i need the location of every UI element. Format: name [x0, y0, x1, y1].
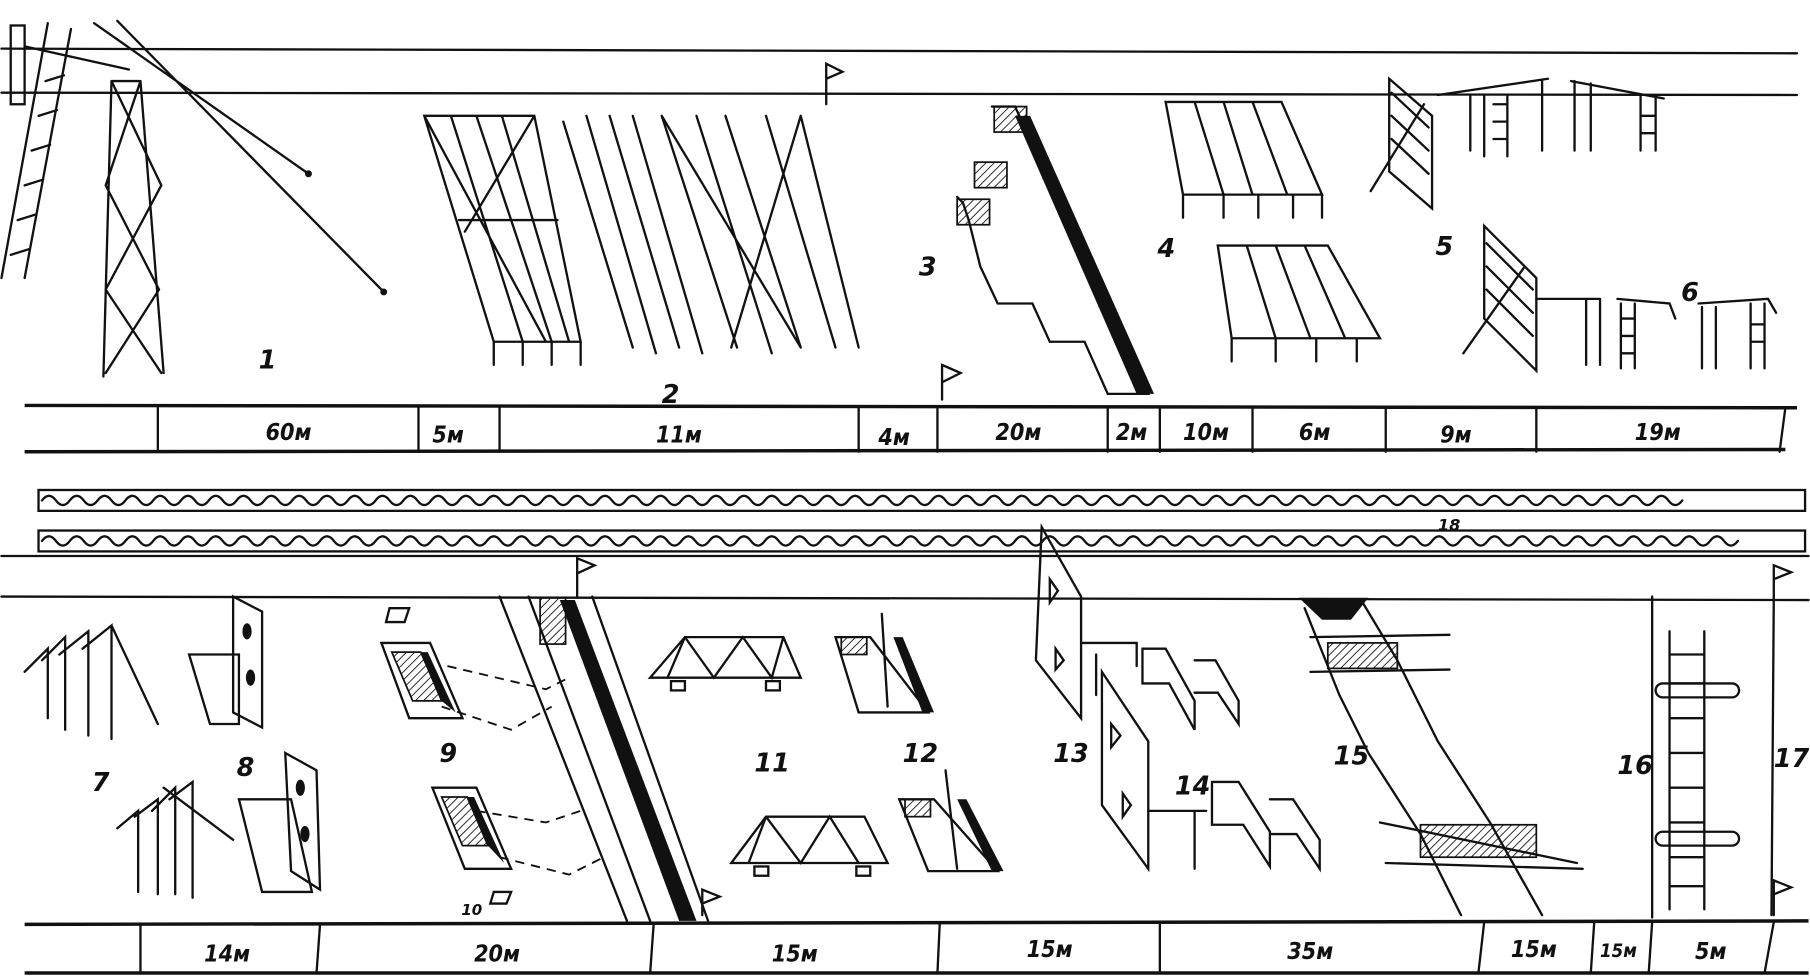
obstacle-4-beams — [1164, 100, 1382, 363]
obstacle-15-ravine — [1298, 597, 1584, 917]
obstacle-number: 11 — [754, 748, 789, 778]
obstacle-17-post — [1770, 595, 1775, 917]
obstacle-7-fences — [23, 623, 235, 899]
scale-label: 6м — [1299, 420, 1331, 446]
obstacle-number: 18 — [1438, 516, 1461, 535]
scale-label: 15м — [1511, 937, 1557, 963]
obstacle-number: 15 — [1334, 742, 1369, 772]
scale-label: 20м — [474, 941, 520, 967]
scale-label: 15м — [772, 941, 818, 967]
obstacle-number: 8 — [237, 753, 255, 783]
obstacle-number: 9 — [439, 739, 457, 769]
flag-icon — [1772, 563, 1795, 598]
ditch-wall — [498, 595, 710, 923]
bottom-distance-scale: 14м 20м 15м 15м 35м 15м 15м 5м — [24, 919, 1809, 975]
obstacle-number: 12 — [903, 739, 938, 769]
obstacle-number: 7 — [92, 768, 110, 798]
flag-icon — [576, 556, 598, 598]
scale-label: 15м — [1600, 941, 1637, 962]
obstacle-9-pits — [379, 606, 605, 905]
obstacle-number: 2 — [662, 380, 680, 410]
obstacle-8-walls — [187, 594, 322, 894]
scale-label: 4м — [877, 425, 910, 451]
flag-icon — [825, 61, 846, 106]
scale-label: 9м — [1440, 423, 1472, 449]
lower-track — [0, 554, 1810, 602]
scale-label: 11м — [656, 423, 702, 449]
flag-icon — [1772, 878, 1795, 917]
top-distance-scale: 60м 5м 11м 4м 20м 2м 10м 6м 9м 19м — [24, 403, 1797, 454]
obstacle-18-wire-bands — [37, 488, 1807, 553]
ladder-rungs — [9, 74, 66, 257]
obstacle-11-trusses — [647, 635, 890, 877]
obstacle-14-barriers — [1141, 647, 1321, 873]
obstacle-number: 16 — [1617, 751, 1652, 781]
scale-label: 19м — [1635, 420, 1681, 446]
scale-label: 10м — [1183, 420, 1229, 446]
obstacle-1-tower — [0, 19, 388, 378]
scale-label: 60м — [266, 420, 312, 446]
obstacle-3-steps — [955, 105, 1155, 396]
scale-label: 5м — [1695, 939, 1727, 965]
scale-label: 2м — [1116, 420, 1148, 446]
scale-label: 20м — [995, 420, 1041, 446]
obstacle-5-wall — [1369, 76, 1538, 374]
obstacle-6-ladders — [1436, 77, 1778, 370]
obstacle-number: 10 — [461, 901, 482, 919]
obstacle-number: 13 — [1053, 739, 1088, 769]
obstacle-2-poles — [422, 114, 860, 367]
obstacle-number: 14 — [1175, 772, 1210, 802]
flag-icon — [940, 363, 964, 401]
scale-label: 14м — [204, 941, 250, 967]
scale-label: 5м — [432, 423, 464, 449]
obstacle-12-ditches — [833, 612, 1004, 873]
obstacle-16-ladder — [1651, 595, 1741, 919]
scale-label: 35м — [1287, 939, 1333, 965]
obstacle-number: 4 — [1157, 234, 1176, 264]
obstacle-number: 3 — [919, 253, 937, 283]
obstacle-number: 6 — [1681, 278, 1699, 308]
obstacle-13-boards — [1034, 522, 1150, 873]
obstacle-number: 5 — [1436, 232, 1454, 262]
obstacle-number: 17 — [1774, 744, 1810, 774]
scale-label: 15м — [1027, 937, 1073, 963]
upper-track — [0, 47, 1799, 97]
obstacle-number: 1 — [259, 345, 277, 375]
